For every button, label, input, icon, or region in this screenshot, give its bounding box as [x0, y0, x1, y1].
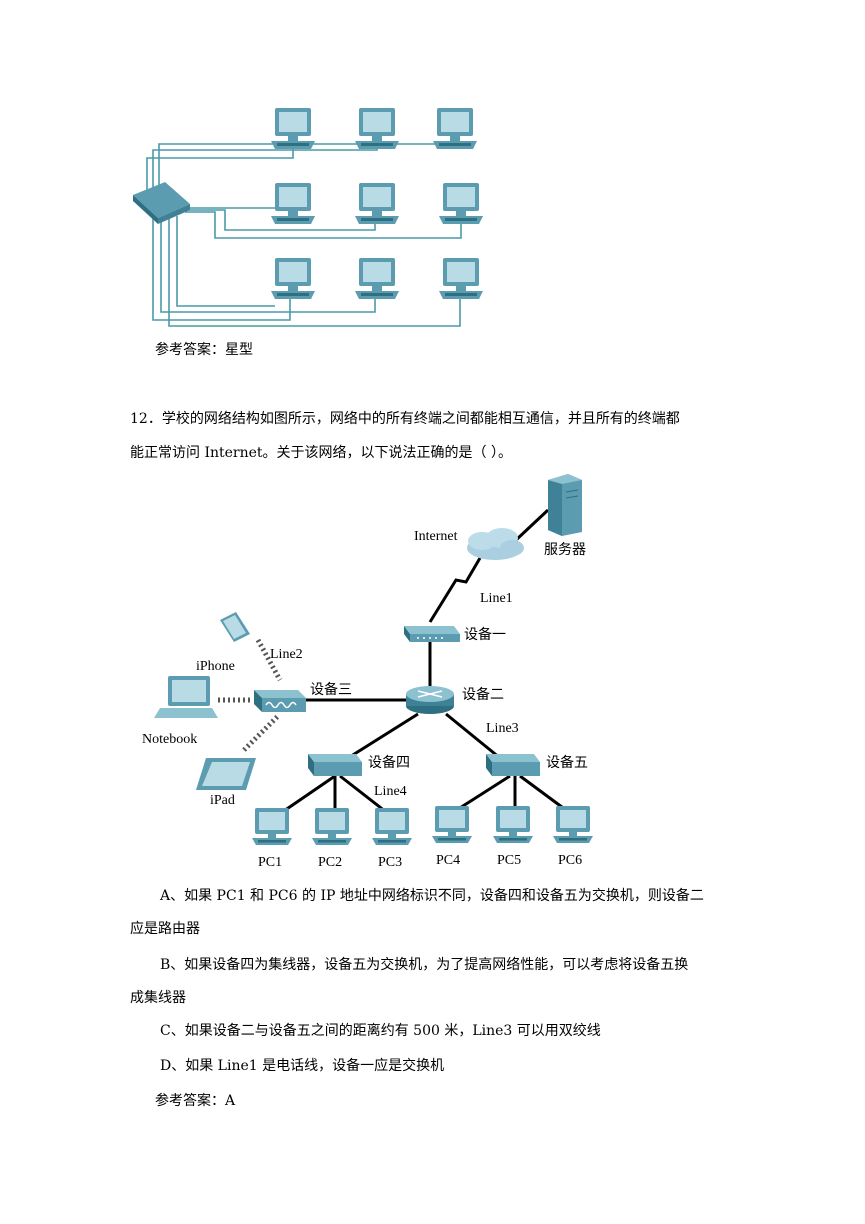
pc-icon: [355, 258, 399, 299]
q12-stem-line1: 12．学校的网络结构如图所示，网络中的所有终端之间都能相互通信，并且所有的终端都: [130, 411, 680, 427]
server-label: 服务器: [544, 541, 586, 557]
iphone-label: iPhone: [196, 659, 235, 674]
pc-icon: [271, 258, 315, 299]
pc-icon: [433, 108, 477, 149]
q11-answer: 参考答案：星型: [155, 342, 253, 358]
school-network-diagram: 服务器 Internet Line1 设备一 设备二 Line3 设备三 Lin…: [142, 474, 593, 870]
device4-label: 设备四: [368, 754, 410, 770]
device1-label: 设备一: [464, 626, 506, 642]
pc-icon: [271, 183, 315, 224]
notebook-label: Notebook: [142, 732, 197, 747]
q12-option-a-line2: 应是路由器: [130, 921, 200, 937]
pc-icon: [355, 108, 399, 149]
star-topology-diagram: [133, 108, 483, 327]
line3-label: Line3: [486, 721, 519, 736]
q12-option-c: C、如果设备二与设备五之间的距离约有 500 米，Line3 可以用双绞线: [160, 1023, 601, 1039]
pc6-icon: [553, 806, 593, 843]
pc5-label: PC5: [497, 853, 521, 868]
ipad-icon: [196, 758, 256, 790]
server-icon: [548, 474, 582, 536]
q12-stem-line2: 能正常访问 Internet。关于该网络，以下说法正确的是（ ）。: [130, 445, 512, 461]
device3-label: 设备三: [310, 681, 352, 697]
pc4-icon: [432, 806, 472, 843]
q12-option-b-line1: B、如果设备四为集线器，设备五为交换机，为了提高网络性能，可以考虑将设备五换: [160, 957, 689, 973]
q12-option-a-line1: A、如果 PC1 和 PC6 的 IP 地址中网络标识不同，设备四和设备五为交换…: [160, 888, 704, 904]
router-icon: [406, 686, 454, 714]
line2-label: Line2: [270, 647, 303, 662]
pc1-label: PC1: [258, 855, 282, 870]
q12-option-b-line2: 成集线器: [130, 990, 186, 1006]
notebook-icon: [154, 676, 218, 718]
pc-icon: [439, 258, 483, 299]
pc6-label: PC6: [558, 853, 582, 868]
device2-label: 设备二: [462, 686, 504, 702]
access-point-icon: [254, 690, 306, 712]
pc1-icon: [252, 808, 292, 845]
q12-option-d: D、如果 Line1 是电话线，设备一应是交换机: [160, 1058, 445, 1074]
line4-label: Line4: [374, 784, 407, 799]
pc4-label: PC4: [436, 853, 460, 868]
device4-icon: [308, 754, 362, 776]
cloud-icon: [467, 528, 524, 560]
ipad-label: iPad: [210, 793, 235, 808]
internet-label: Internet: [414, 529, 458, 544]
line1-label: Line1: [480, 591, 513, 606]
iphone-icon: [220, 612, 250, 642]
device5-label: 设备五: [546, 754, 588, 770]
pc-icon: [439, 183, 483, 224]
device1-icon: [404, 626, 460, 642]
device5-icon: [486, 754, 540, 776]
q12-answer: 参考答案：A: [155, 1093, 236, 1109]
pc2-label: PC2: [318, 855, 342, 870]
switch-icon: [133, 182, 190, 224]
pc-icon: [355, 183, 399, 224]
pc2-icon: [312, 808, 352, 845]
pc5-icon: [493, 806, 533, 843]
pc-icon: [271, 108, 315, 149]
pc3-label: PC3: [378, 855, 402, 870]
pc3-icon: [372, 808, 412, 845]
